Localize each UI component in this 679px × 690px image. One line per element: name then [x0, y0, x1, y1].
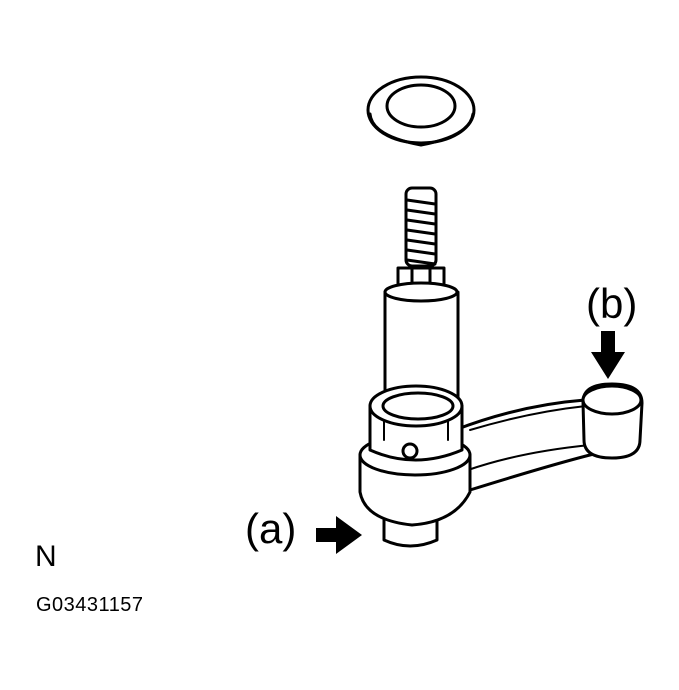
pivot-body: [358, 384, 472, 527]
lever-arm: [453, 398, 604, 492]
washer: [366, 75, 476, 147]
threaded-stud: [404, 186, 438, 268]
figure-code: G03431157: [36, 594, 144, 616]
callout-label-a: (a): [245, 505, 297, 552]
arrow-a-icon: [316, 516, 362, 554]
ball-end: [581, 382, 644, 460]
callout-label-b: (b): [586, 280, 638, 327]
view-indicator: N: [35, 540, 57, 573]
arrow-b-icon: [591, 331, 625, 379]
shaft: [383, 281, 460, 407]
